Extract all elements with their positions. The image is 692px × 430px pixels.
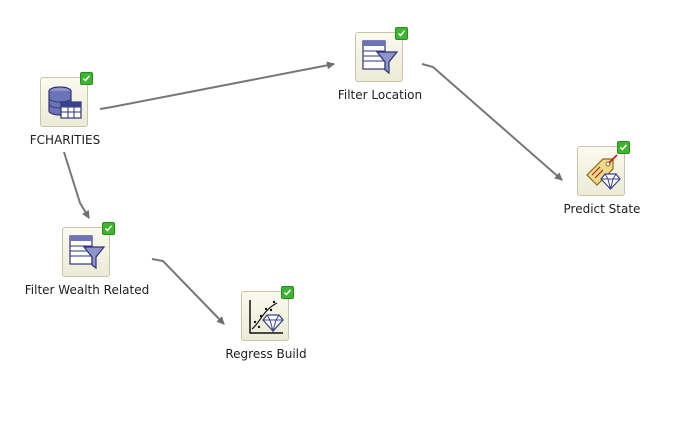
node-label: Filter Location [337,88,423,102]
node-tile[interactable] [241,286,294,341]
success-check-icon [395,27,408,40]
node-label: Regress Build [225,347,307,361]
apply-model-icon [586,154,621,190]
node-label: Filter Wealth Related [24,283,150,297]
node-tile[interactable] [577,141,630,196]
data-source-icon [48,86,82,119]
link-fcharities-to-filter-wealth[interactable] [63,151,90,219]
link-fcharities-to-filter-location[interactable] [99,61,335,110]
link-filter-location-to-predict-state[interactable] [421,63,563,181]
filter-funnel-icon [362,40,399,75]
success-check-icon [281,286,294,299]
success-check-icon [617,141,630,154]
node-tile[interactable] [355,27,408,82]
node-label: FCHARITIES [29,133,101,147]
success-check-icon [102,222,115,235]
link-filter-wealth-to-regress-build[interactable] [151,258,225,325]
node-label: Predict State [563,202,641,216]
node-tile[interactable] [62,222,115,277]
success-check-icon [80,72,93,85]
filter-funnel-icon [69,235,106,270]
node-tile[interactable] [40,72,93,127]
regression-build-icon [249,300,284,334]
